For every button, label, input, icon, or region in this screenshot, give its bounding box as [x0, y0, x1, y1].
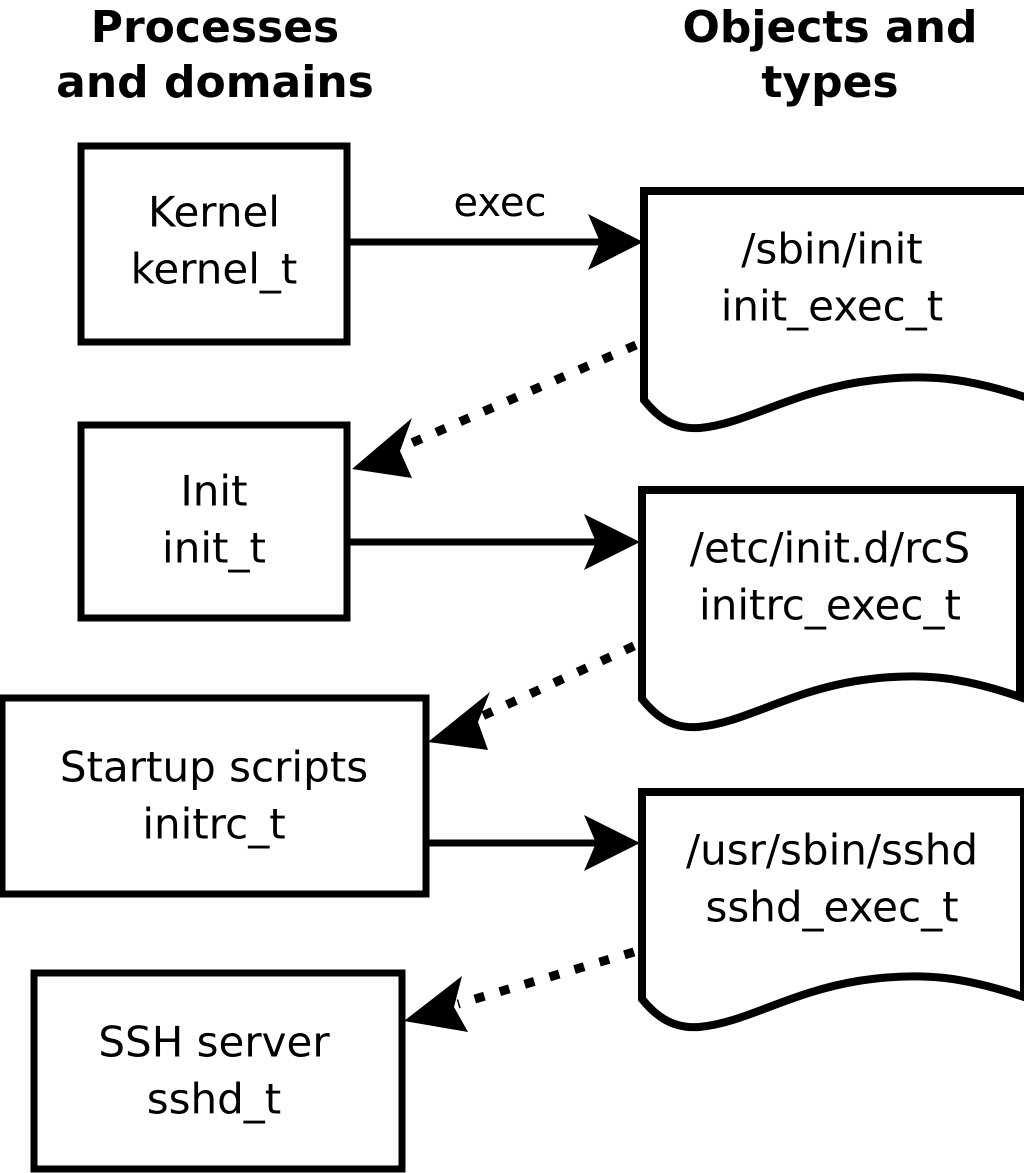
node-sshd-shape[interactable] [30, 969, 406, 1173]
edge-init-exec-arrowhead [584, 514, 640, 570]
edge-kernel-exec-arrowhead [588, 214, 643, 270]
edge-initrc-exec-arrowhead [584, 815, 640, 871]
edge-initrc-transition-line [476, 641, 636, 723]
column-header-processes-line1: Processes [91, 2, 340, 53]
column-header-objects: Objects and types [683, 2, 978, 108]
node-sshd-line2: sshd_t [147, 1075, 282, 1124]
node-sshd-exec[interactable]: /usr/sbin/sshd sshd_exec_t [638, 788, 1024, 1032]
column-header-processes-line2: and domains [56, 57, 374, 108]
node-init-exec-line1: /sbin/init [741, 225, 923, 274]
node-initrc-shape[interactable] [0, 694, 430, 898]
edge-initrc-exec-sshd-exec [428, 815, 640, 871]
column-header-objects-line1: Objects and [683, 2, 978, 53]
node-sshd-exec-shape[interactable] [638, 788, 1024, 1032]
node-initrc-exec-line2: initrc_exec_t [699, 581, 961, 630]
node-init-line1: Init [180, 467, 247, 516]
edge-init-exec-initrc-exec [350, 514, 640, 570]
node-kernel-line2: kernel_t [131, 245, 298, 294]
node-init-exec-line2: init_exec_t [721, 282, 944, 331]
node-sshd[interactable]: SSH server sshd_t [30, 969, 406, 1173]
edge-initrc-exec-transition-initrc [428, 641, 636, 750]
column-header-processes: Processes and domains [56, 2, 374, 108]
edge-initrc-transition-arrowhead [428, 692, 490, 750]
edge-label-exec: exec [454, 180, 547, 226]
node-init[interactable]: Init init_t [77, 421, 351, 622]
column-header-objects-line2: types [761, 57, 898, 108]
edge-init-transition-line [398, 340, 638, 453]
node-kernel-shape[interactable] [77, 142, 351, 346]
node-sshd-line1: SSH server [98, 1018, 330, 1067]
node-init-line2: init_t [162, 524, 266, 573]
node-initrc-line1: Startup scripts [60, 743, 368, 792]
node-initrc-line2: initrc_t [142, 800, 285, 849]
node-sshd-exec-line2: sshd_exec_t [705, 883, 958, 932]
node-kernel[interactable]: Kernel kernel_t [77, 142, 351, 346]
node-sshd-exec-line1: /usr/sbin/sshd [686, 826, 978, 875]
node-initrc[interactable]: Startup scripts initrc_t [0, 694, 430, 898]
edge-kernel-exec-init-exec: exec [350, 180, 643, 270]
node-initrc-exec[interactable]: /etc/init.d/rcS initrc_exec_t [638, 486, 1024, 732]
node-init-exec-shape[interactable] [640, 187, 1024, 433]
edge-init-exec-transition-init [352, 340, 638, 478]
node-initrc-exec-shape[interactable] [638, 486, 1024, 732]
node-init-shape[interactable] [77, 421, 351, 622]
edge-sshd-transition-arrowhead [404, 976, 468, 1032]
edge-sshd-transition-line [456, 947, 636, 1009]
edge-sshd-exec-transition-sshd [404, 947, 636, 1032]
node-initrc-exec-line1: /etc/init.d/rcS [690, 524, 970, 573]
node-init-exec[interactable]: /sbin/init init_exec_t [640, 187, 1024, 433]
edge-init-transition-arrowhead [352, 418, 412, 478]
node-kernel-line1: Kernel [148, 188, 280, 237]
